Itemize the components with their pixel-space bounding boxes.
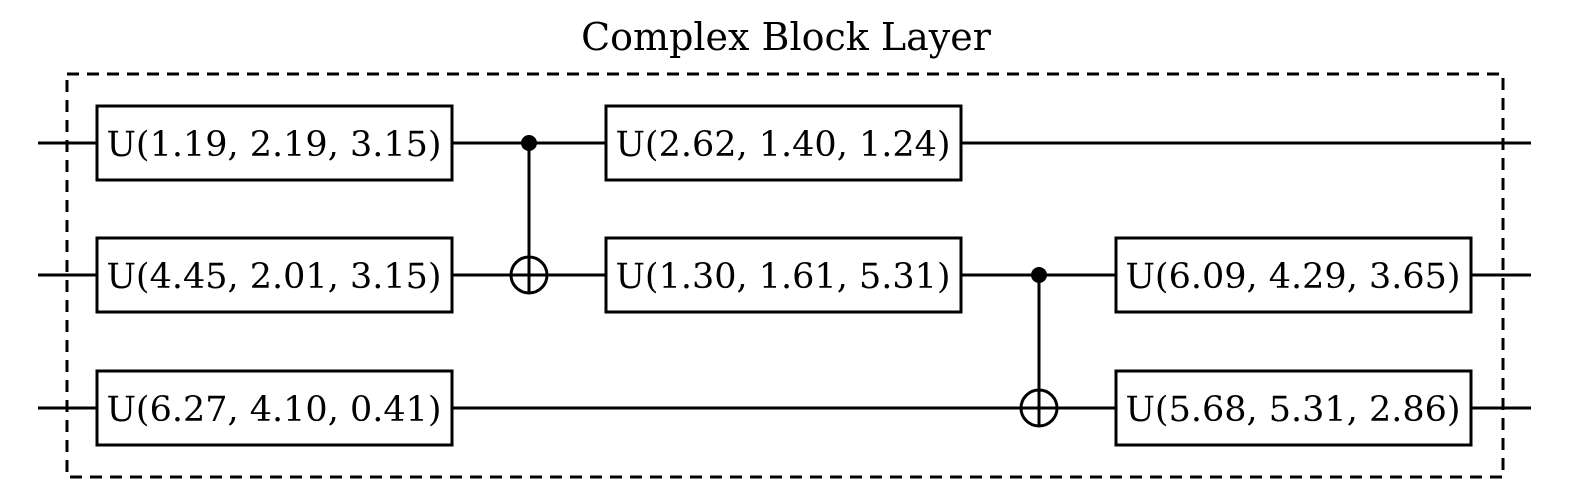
gate-label: U(6.09, 4.29, 3.65): [1125, 257, 1460, 297]
cnot-gate-2: [1019, 267, 1059, 428]
gate-q1-col3: U(6.09, 4.29, 3.65): [1114, 236, 1473, 314]
gate-box: [604, 236, 963, 314]
gate-box: [604, 104, 963, 182]
control-dot: [521, 135, 537, 151]
gate-label: U(5.68, 5.31, 2.86): [1125, 390, 1460, 430]
diagram-title: Complex Block Layer: [581, 15, 992, 59]
gate-box: [95, 236, 454, 314]
gate-q2-col1: U(6.27, 4.10, 0.41): [95, 369, 454, 447]
gate-box: [95, 369, 454, 447]
gate-box: [1114, 236, 1473, 314]
gate-box: [95, 104, 454, 182]
gate-label: U(1.19, 2.19, 3.15): [106, 125, 441, 165]
cnot-gate-1: [509, 135, 549, 295]
gate-label: U(2.62, 1.40, 1.24): [615, 125, 950, 165]
gate-q0-col2: U(2.62, 1.40, 1.24): [604, 104, 963, 182]
gate-q1-col1: U(4.45, 2.01, 3.15): [95, 236, 454, 314]
control-dot: [1031, 267, 1047, 283]
gate-label: U(1.30, 1.61, 5.31): [615, 257, 950, 297]
gate-q1-col2: U(1.30, 1.61, 5.31): [604, 236, 963, 314]
gate-box: [1114, 369, 1473, 447]
gate-label: U(4.45, 2.01, 3.15): [106, 257, 441, 297]
gate-q2-col3: U(5.68, 5.31, 2.86): [1114, 369, 1473, 447]
gate-label: U(6.27, 4.10, 0.41): [106, 390, 441, 430]
gate-q0-col1: U(1.19, 2.19, 3.15): [95, 104, 454, 182]
